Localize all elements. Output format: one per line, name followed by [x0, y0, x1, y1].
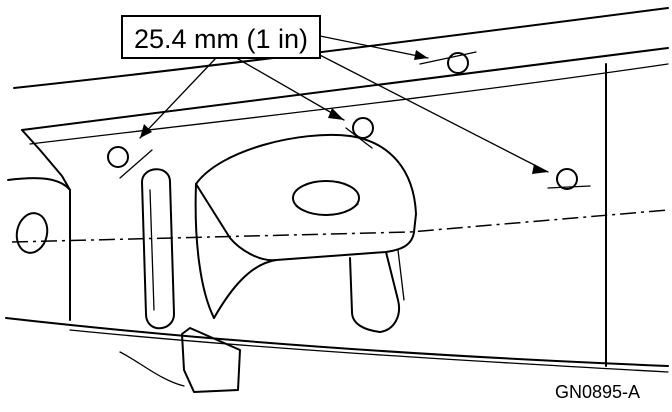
- bottom-tab: [181, 327, 241, 393]
- slot: [141, 168, 175, 330]
- hole-circle-left: [107, 146, 129, 168]
- center-line: [11, 209, 669, 243]
- figure-id: GN0895-A: [555, 382, 640, 402]
- frame-rail: [5, 7, 669, 373]
- leader-lines: [139, 35, 549, 174]
- hole-circle-middle: [352, 117, 374, 139]
- hole-circle-top-right: [447, 52, 469, 74]
- hole-circle-right: [556, 168, 578, 190]
- callout-box: [121, 15, 321, 59]
- left-hole: [15, 212, 49, 254]
- callout-label: 25.4 mm (1 in): [134, 24, 308, 54]
- bracket: [194, 133, 417, 333]
